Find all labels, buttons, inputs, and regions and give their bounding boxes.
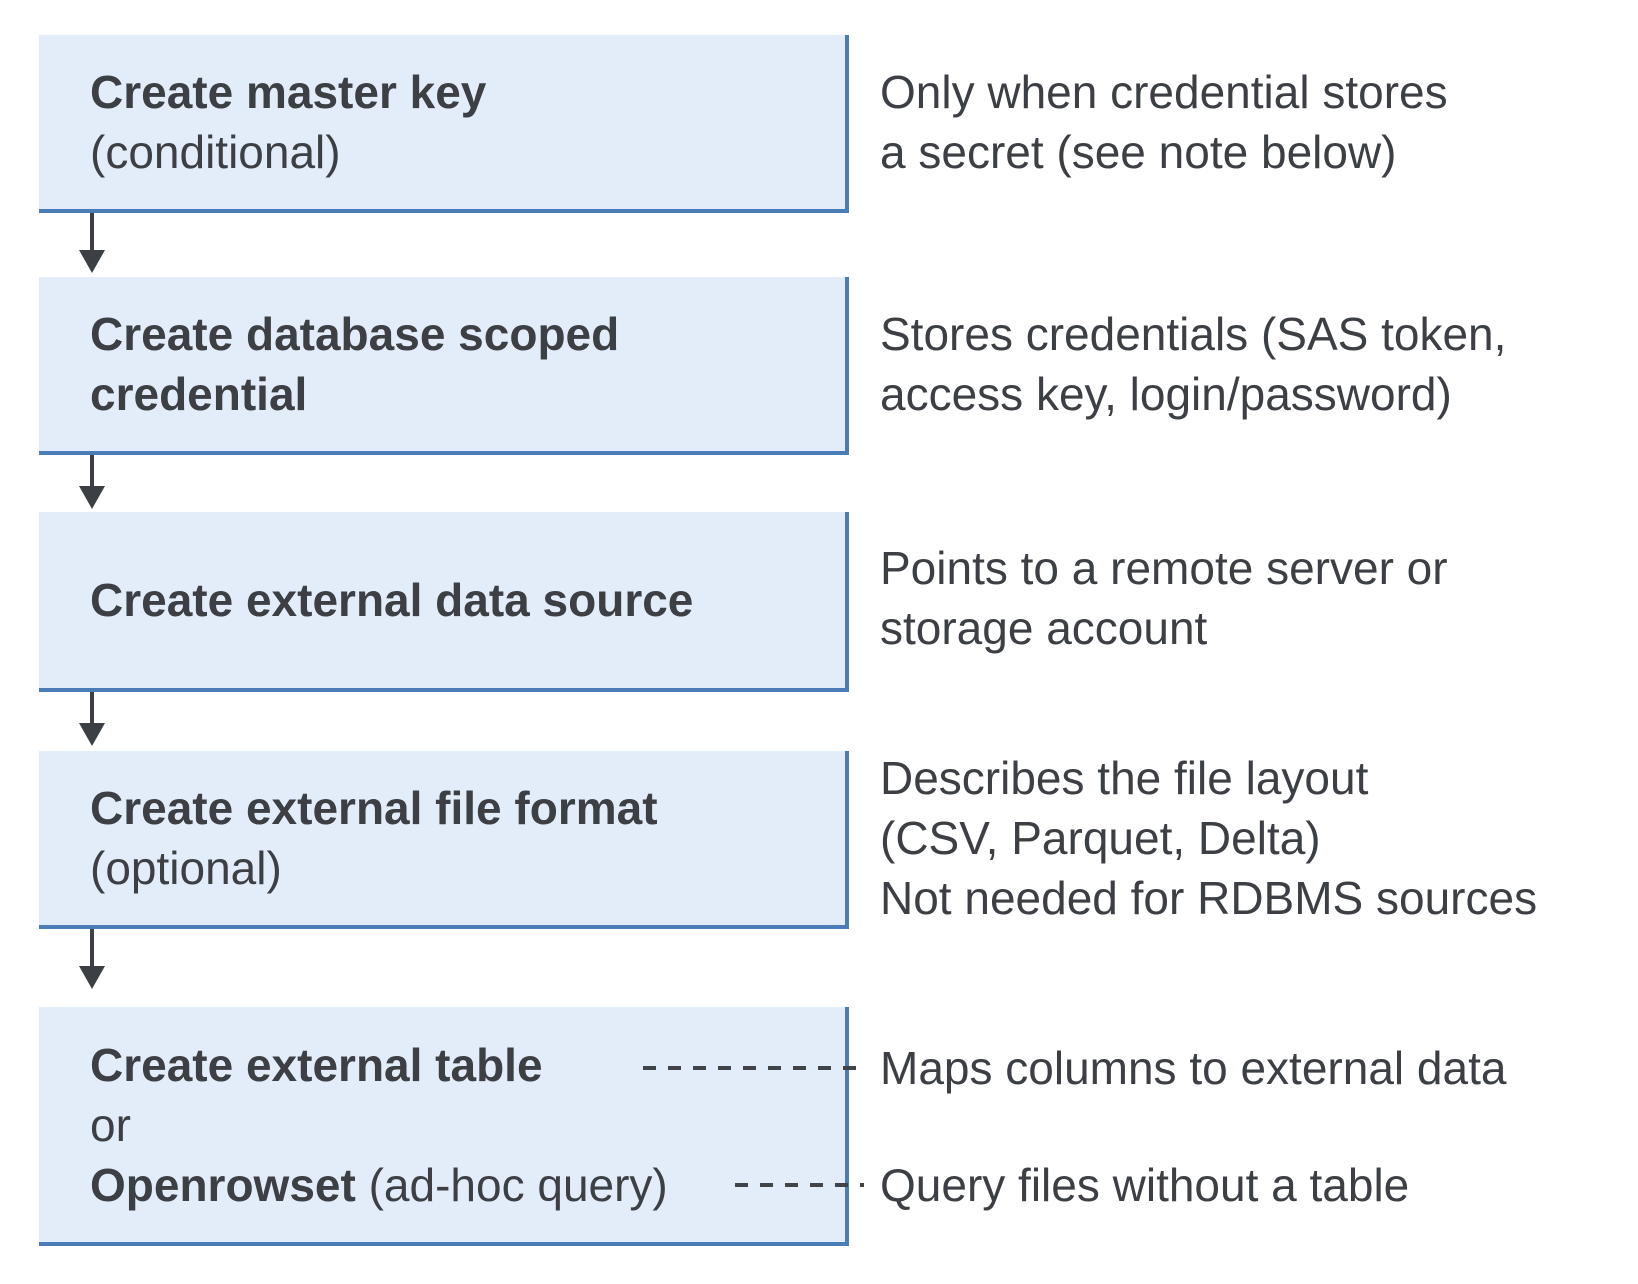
note-line: Stores credentials (SAS token, [880,308,1507,360]
note-openrowset: Query files without a table [880,1155,1409,1215]
note-master-key: Only when credential stores a secret (se… [880,62,1448,182]
note-scoped-credential: Stores credentials (SAS token, access ke… [880,304,1506,424]
note-file-format: Describes the file layout (CSV, Parquet,… [880,748,1537,928]
note-line: Points to a remote server or [880,542,1448,594]
step-box-create-database-scoped-credential: Create database scoped credential [39,277,849,455]
note-line: Describes the file layout [880,752,1369,804]
down-arrow-icon [79,692,105,746]
down-arrow-icon [79,213,105,273]
step-box-create-external-table-or-openrowset: Create external table or Openrowset (ad-… [39,1007,849,1246]
step-title: Create database scoped credential [90,308,620,420]
step-title-external-table: Create external table [90,1038,543,1091]
step-qualifier-adhoc: (ad-hoc query) [355,1158,668,1211]
note-line: Maps columns to external data [880,1042,1507,1094]
step-or-label: or [90,1098,131,1151]
note-line: access key, login/password) [880,368,1452,420]
note-line: Only when credential stores [880,66,1448,118]
note-line: storage account [880,602,1208,654]
step-title: Create master key [90,66,487,118]
note-line: (CSV, Parquet, Delta) [880,812,1321,864]
step-qualifier: (conditional) [90,126,341,178]
step-box-create-external-data-source: Create external data source [39,512,849,692]
step-box-create-master-key: Create master key (conditional) [39,35,849,213]
step-title: Create external data source [90,574,694,626]
note-line: a secret (see note below) [880,126,1397,178]
note-line: Query files without a table [880,1159,1410,1211]
note-data-source: Points to a remote server or storage acc… [880,538,1448,658]
step-title-openrowset: Openrowset [90,1158,356,1211]
step-title: Create external file format [90,782,658,834]
down-arrow-icon [79,929,105,989]
down-arrow-icon [79,455,105,509]
step-box-create-external-file-format: Create external file format (optional) [39,751,849,929]
note-external-table: Maps columns to external data [880,1038,1506,1098]
note-line: Not needed for RDBMS sources [880,872,1538,924]
step-title-openrowset-line: Openrowset (ad-hoc query) [90,1155,845,1215]
step-qualifier: (optional) [90,842,282,894]
